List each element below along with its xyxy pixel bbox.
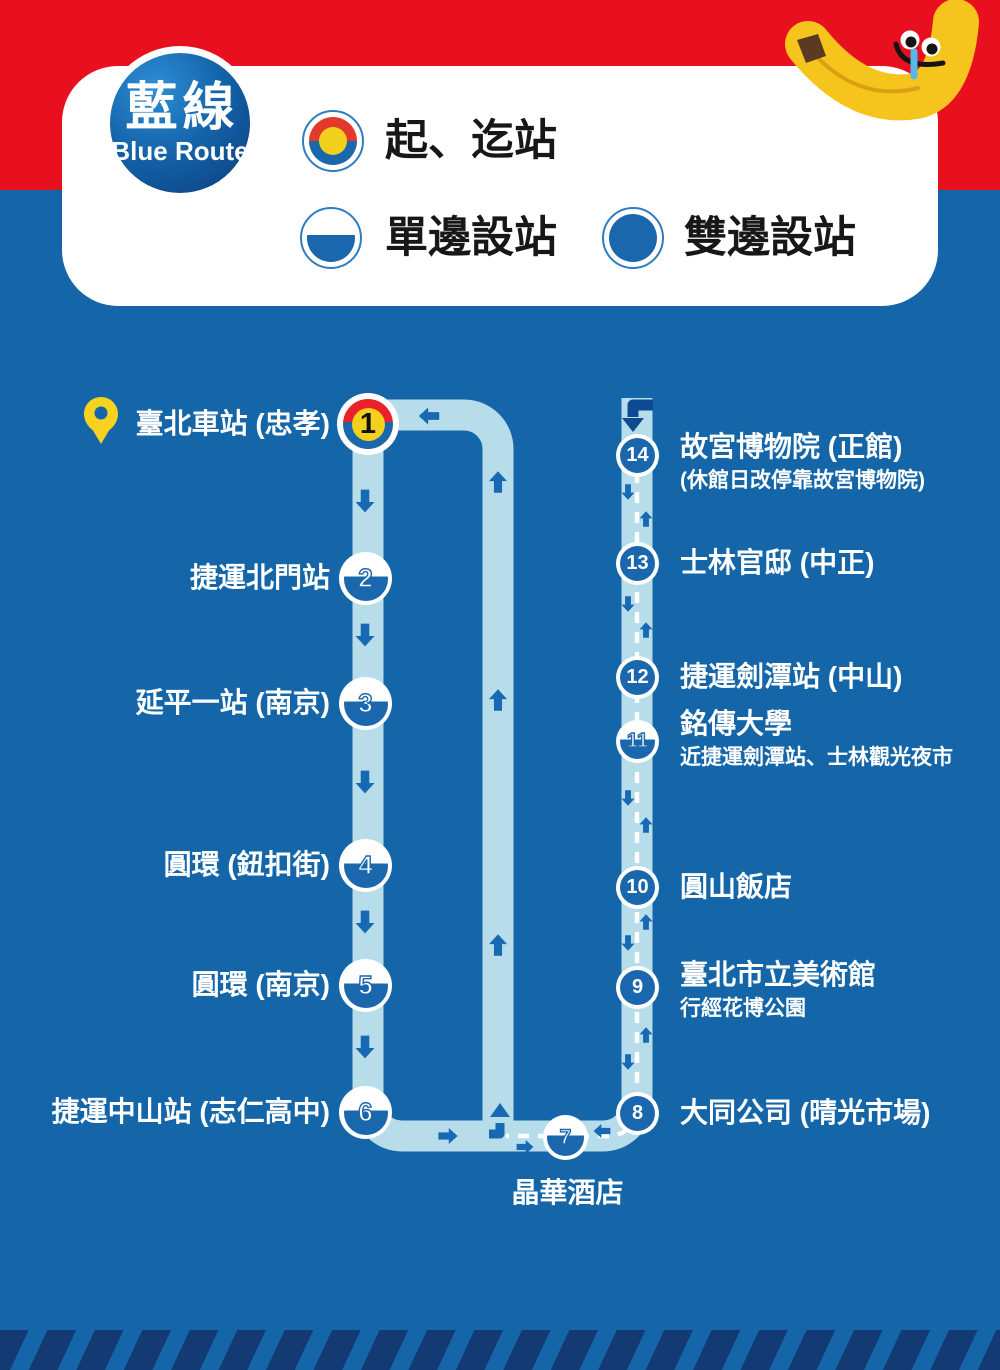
station-number: 12 (620, 660, 655, 695)
legend-label-double: 雙邊設站 (684, 214, 856, 262)
return-band (368, 399, 514, 1136)
banana-eye (926, 43, 938, 55)
station-number: 6 (343, 1090, 388, 1135)
u-turn-arrow-icon (622, 399, 653, 432)
station-label-9: 臺北市立美術館 行經花博公園 (680, 959, 877, 1020)
station-marker-6: 6 (339, 1086, 392, 1139)
station-number: 7 (547, 1119, 584, 1156)
station-number: 11 (620, 724, 655, 759)
up-arrow-icon (639, 1027, 653, 1043)
station-number: 3 (343, 681, 388, 726)
station-marker-7: 7 (543, 1115, 588, 1160)
station-label-8: 大同公司 (晴光市場) (680, 1097, 931, 1128)
down-arrow-icon (355, 1035, 375, 1059)
right-arrow-icon (516, 1140, 534, 1154)
station-marker-11: 11 (616, 720, 659, 763)
station-marker-4: 4 (339, 839, 392, 892)
station-number: 8 (620, 1096, 655, 1131)
station-label-14: 故宮博物院 (正館) (休館日改停靠故宮博物院) (680, 431, 925, 492)
station-marker-13: 13 (616, 542, 659, 585)
location-pin-icon (84, 397, 118, 444)
down-arrow-icon (621, 596, 635, 612)
up-arrow-icon (639, 622, 653, 638)
station-marker-3: 3 (339, 677, 392, 730)
station-number: 9 (620, 970, 655, 1005)
station-marker-5: 5 (339, 959, 392, 1012)
down-arrow-icon (355, 489, 375, 513)
route-title-en: Blue Route (111, 136, 249, 166)
direction-arrows (355, 407, 653, 1154)
up-arrow-icon (639, 511, 653, 527)
station-label-6: 捷運中山站 (志仁高中) (51, 1096, 330, 1127)
legend-label-terminal: 起、迄站 (385, 117, 557, 165)
station-label-5: 圓環 (南京) (191, 969, 330, 1000)
station-label-12: 捷運劍潭站 (中山) (680, 661, 903, 692)
station-label-2: 捷運北門站 (189, 562, 330, 593)
station-marker-10: 10 (616, 866, 659, 909)
left-arrow-icon (418, 407, 440, 425)
station-number: 14 (620, 438, 655, 473)
station-number: 13 (620, 546, 655, 581)
single-side-station-icon (300, 207, 362, 269)
station-marker-2: 2 (339, 552, 392, 605)
up-arrow-icon (639, 914, 653, 930)
station-number: 2 (343, 556, 388, 601)
banana-eye (905, 36, 917, 48)
station-label-1: 臺北車站 (忠孝) (135, 408, 330, 439)
left-arrow-icon (593, 1124, 611, 1138)
up-arrow-icon (639, 817, 653, 833)
station-number: 5 (343, 963, 388, 1008)
legend-label-single: 單邊設站 (385, 214, 557, 262)
station-marker-12: 12 (616, 656, 659, 699)
station-number: 4 (343, 843, 388, 888)
turn-up-arrow-head (490, 1103, 510, 1117)
station-label-7: 晶華酒店 (511, 1177, 624, 1208)
up-arrow-icon (489, 934, 507, 956)
footer-stripes (0, 1330, 1000, 1370)
down-arrow-icon (355, 770, 375, 794)
station-label-13: 士林官邸 (中正) (680, 547, 875, 578)
down-arrow-icon (621, 1054, 635, 1070)
station-marker-9: 9 (616, 966, 659, 1009)
route-badge: 藍線 Blue Route (103, 46, 257, 200)
up-arrow-icon (489, 471, 507, 493)
station-marker-8: 8 (616, 1092, 659, 1135)
down-arrow-icon (621, 935, 635, 951)
station-marker-1: 1 (337, 393, 399, 455)
banana-crease (816, 56, 920, 94)
down-arrow-icon (621, 484, 635, 500)
terminal-station-icon (302, 110, 364, 172)
turn-up-arrow-icon (489, 1123, 505, 1139)
down-arrow-icon (355, 623, 375, 647)
station-number: 1 (351, 407, 385, 441)
station-label-4: 圓環 (鈕扣街) (163, 849, 330, 880)
double-side-station-icon (602, 207, 664, 269)
route-title: 藍線 (125, 79, 240, 137)
up-arrow-icon (489, 689, 507, 711)
down-arrow-icon (355, 910, 375, 934)
banana-mascot-icon (785, 0, 979, 121)
banana-stem (797, 34, 826, 63)
station-marker-14: 14 (616, 434, 659, 477)
station-number: 10 (620, 870, 655, 905)
down-arrow-icon (621, 790, 635, 806)
station-label-3: 延平一站 (南京) (135, 687, 330, 718)
route-badge-circle: 藍線 Blue Route (110, 53, 250, 193)
station-label-10: 圓山飯店 (680, 871, 793, 902)
route-bands (352, 398, 653, 1152)
station-label-11: 銘傳大學 近捷運劍潭站、士林觀光夜市 (680, 708, 953, 769)
right-arrow-icon (438, 1127, 458, 1145)
